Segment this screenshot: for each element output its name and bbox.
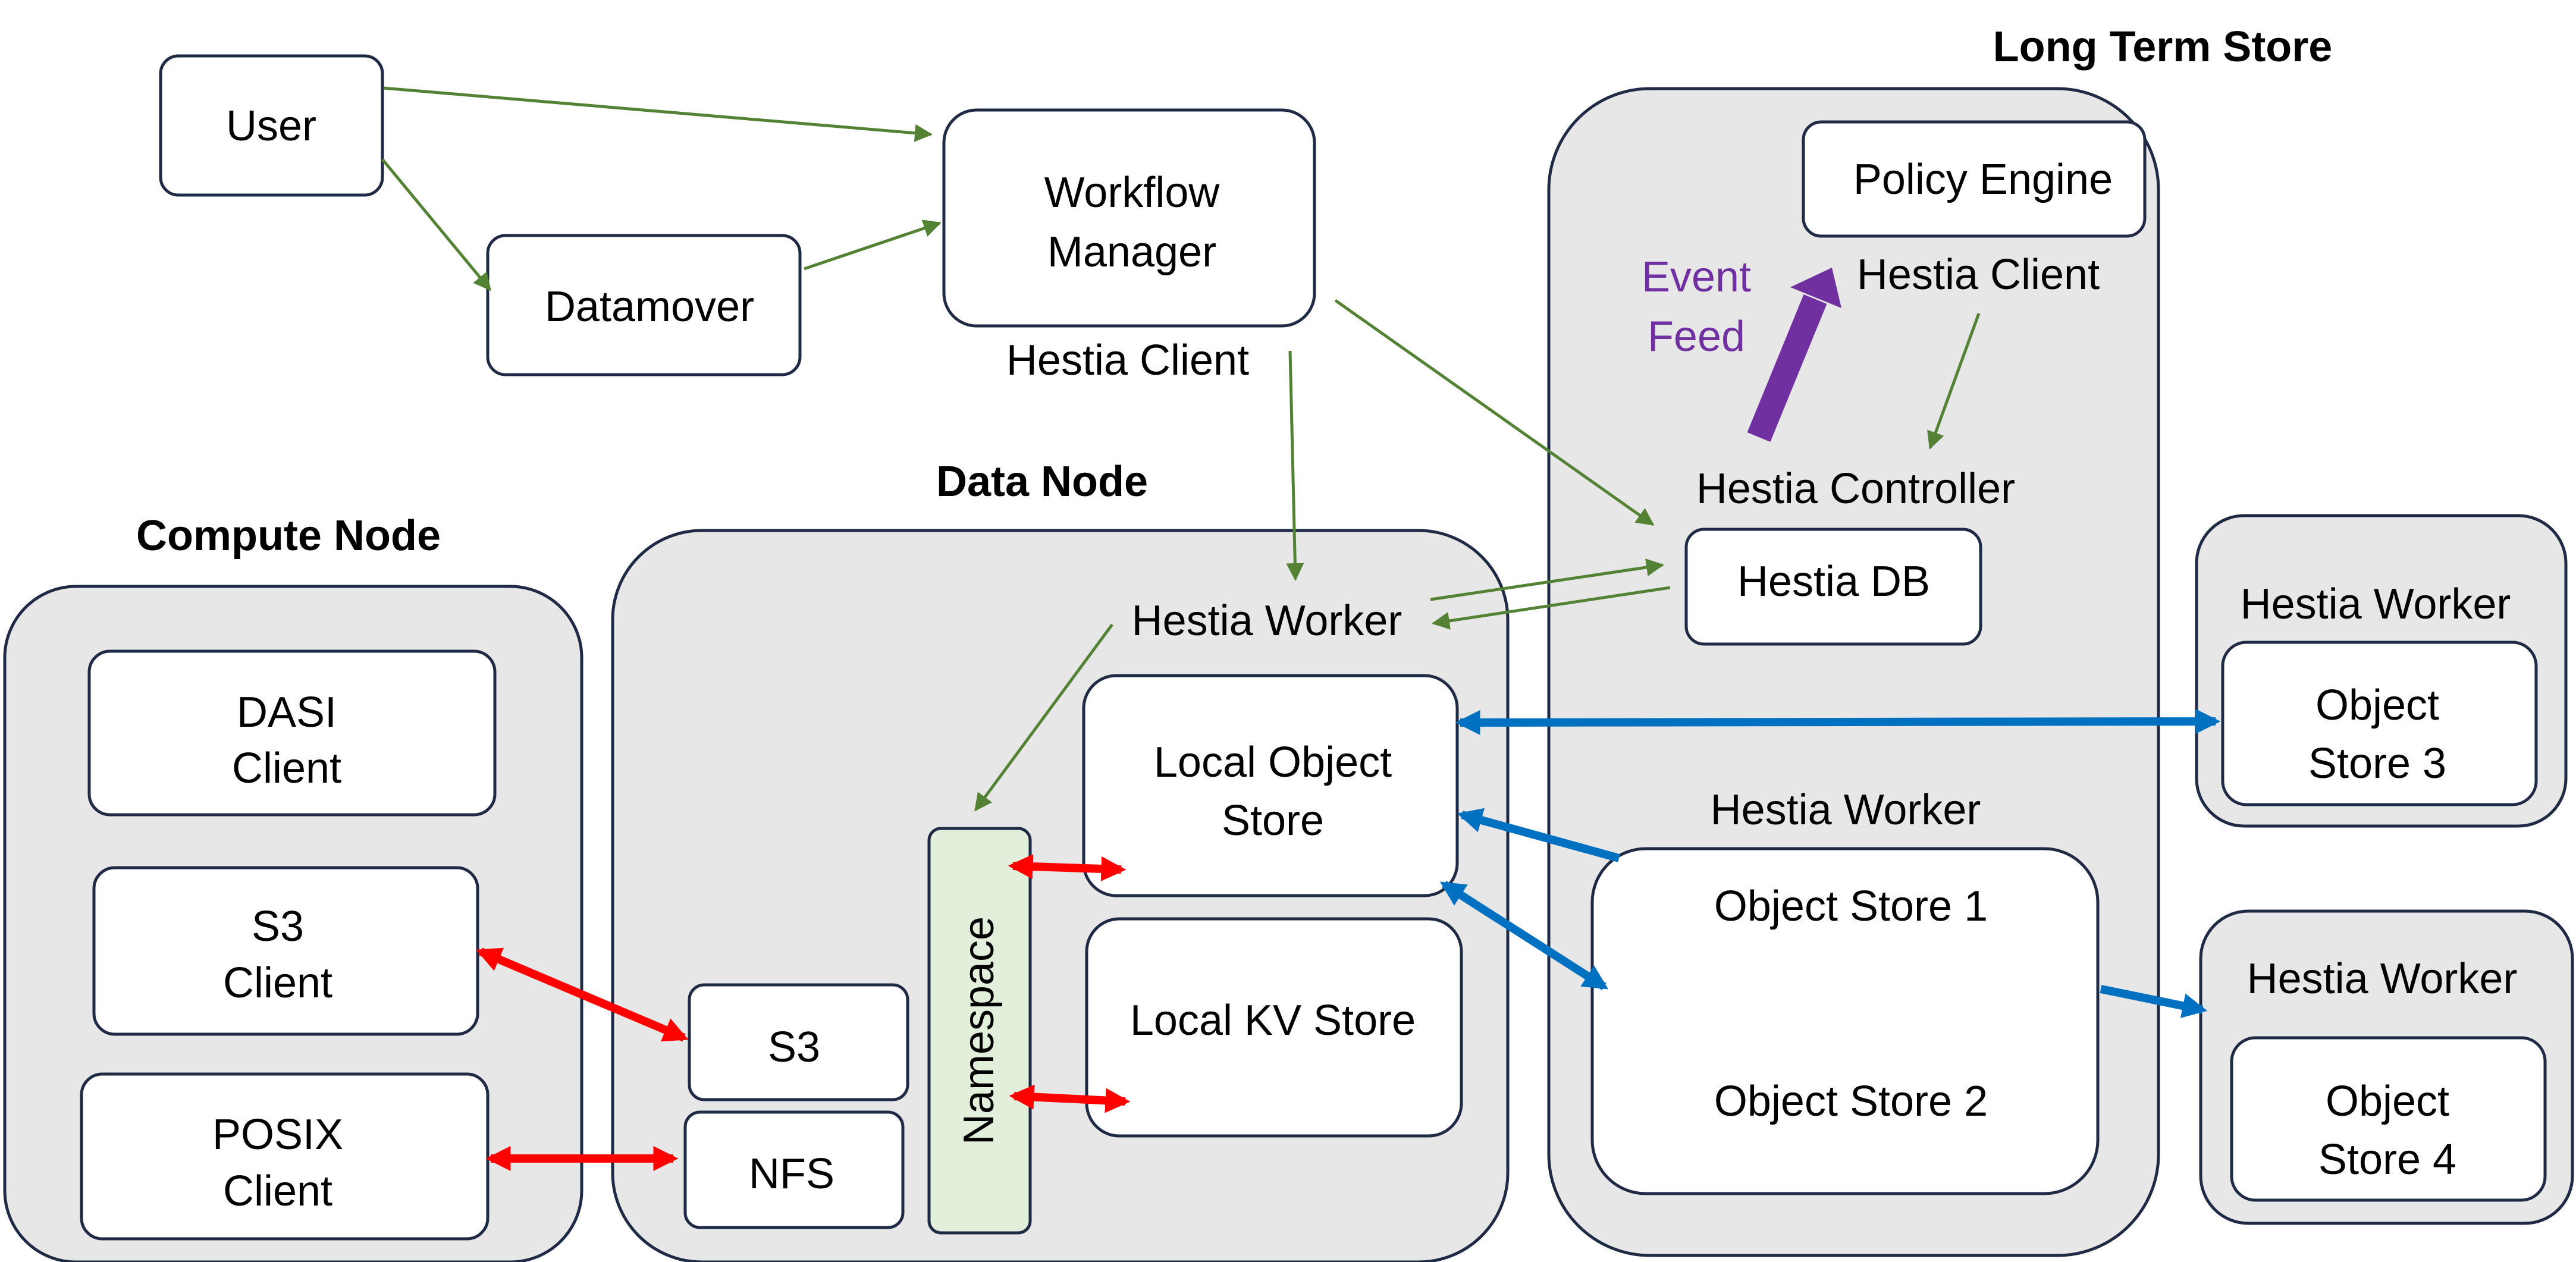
- datamover-label: Datamover: [545, 283, 754, 331]
- arrow-workflow-client-to-data-worker: [1286, 350, 1304, 581]
- arrow-object-store-2-to-object-store-4: [2100, 985, 2208, 1018]
- object-store-1-label: Object Store 1: [1714, 883, 1988, 930]
- object-store-4-label-line2: Store 4: [2318, 1136, 2456, 1183]
- workflow-manager-box: [942, 108, 1316, 328]
- datamover-box: [486, 234, 802, 376]
- s3-endpoint-label: S3: [768, 1024, 820, 1071]
- namespace-box: [927, 827, 1032, 1235]
- arrow-namespace-local-object-store: [1008, 854, 1127, 881]
- arrow-datamover-to-workflow: [804, 219, 942, 271]
- event-feed-arrowhead: [1790, 268, 1841, 308]
- arrow-namespace-local-kv-store: [1009, 1084, 1131, 1113]
- hestia-worker-4-label: Hestia Worker: [2247, 955, 2518, 1003]
- s3-client-box: [92, 866, 479, 1036]
- arrow-object-store-1-to-local-object-store: [1457, 808, 1620, 862]
- hestia-worker-3-label: Hestia Worker: [2241, 580, 2511, 628]
- hestia-db-label: Hestia DB: [1737, 558, 1930, 605]
- object-store-4-box: [2230, 1036, 2547, 1202]
- local-kv-store-label: Local KV Store: [1130, 997, 1416, 1044]
- local-object-store-box: [1082, 674, 1459, 897]
- posix-client-label-line2: Client: [223, 1167, 332, 1215]
- workflow-manager-label-line1: Workflow: [1044, 169, 1220, 216]
- nfs-endpoint-box: [683, 1110, 905, 1229]
- user-box: [159, 54, 384, 197]
- object-store-3-label-line1: Object: [2315, 682, 2439, 729]
- arrow-local-object-store-object-store-3: [1455, 709, 2221, 735]
- long-term-store-title: Long Term Store: [1993, 23, 2333, 71]
- hestia-controller-label: Hestia Controller: [1696, 465, 2015, 513]
- local-object-store-label-line1: Local Object: [1154, 739, 1392, 786]
- arrow-data-worker-to-namespace: [974, 623, 1114, 812]
- workflow-manager-label-line2: Manager: [1047, 228, 1216, 276]
- hestia-db-box: [1684, 528, 1982, 646]
- user-label: User: [226, 102, 316, 150]
- arrow-user-to-datamover: [381, 158, 491, 291]
- arrow-workflow-to-hestia-db: [1334, 299, 1655, 526]
- dasi-client-label-line2: Client: [232, 745, 341, 792]
- dasi-client-box: [87, 649, 497, 817]
- local-object-store-label-line2: Store: [1222, 797, 1324, 845]
- arrow-local-object-store-object-store-2: [1439, 881, 1609, 990]
- object-store-3-label-line2: Store 3: [2308, 740, 2446, 787]
- lts-hestia-client-label: Hestia Client: [1857, 251, 2100, 299]
- nfs-endpoint-label: NFS: [749, 1150, 834, 1198]
- arrow-hestia-db-to-data-worker: [1432, 586, 1671, 630]
- arrow-user-to-workflow: [383, 86, 933, 142]
- lts-hestia-worker-label: Hestia Worker: [1711, 786, 1981, 834]
- posix-client-label-line1: POSIX: [212, 1111, 343, 1159]
- s3-endpoint-box: [688, 983, 909, 1101]
- s3-client-label-line2: Client: [223, 959, 332, 1007]
- event-feed-label-line1: Event: [1642, 253, 1751, 301]
- policy-engine-label: Policy Engine: [1853, 156, 2113, 203]
- arrow-lts-client-to-controller: [1927, 313, 1981, 450]
- object-store-2-label: Object Store 2: [1714, 1078, 1988, 1125]
- event-feed-shaft: [1747, 294, 1827, 442]
- compute-node-title: Compute Node: [136, 512, 441, 560]
- data-node-title: Data Node: [936, 458, 1148, 506]
- arrow-s3-client-s3-endpoint: [476, 947, 689, 1042]
- data-node-hestia-worker-label: Hestia Worker: [1132, 597, 1402, 645]
- object-store-1-2-box: [1590, 847, 2100, 1195]
- arrow-data-worker-to-hestia-db: [1430, 558, 1664, 601]
- namespace-label: Namespace: [955, 916, 1003, 1145]
- object-store-4-label-line1: Object: [2326, 1078, 2449, 1125]
- object-store-3-box: [2221, 641, 2538, 806]
- local-kv-store-box: [1085, 917, 1463, 1138]
- event-feed-label-line2: Feed: [1648, 313, 1745, 360]
- dasi-client-label-line1: DASI: [237, 689, 337, 736]
- policy-engine-box: [1802, 120, 2147, 238]
- workflow-hestia-client-label: Hestia Client: [1006, 337, 1249, 384]
- s3-client-label-line1: S3: [252, 903, 304, 950]
